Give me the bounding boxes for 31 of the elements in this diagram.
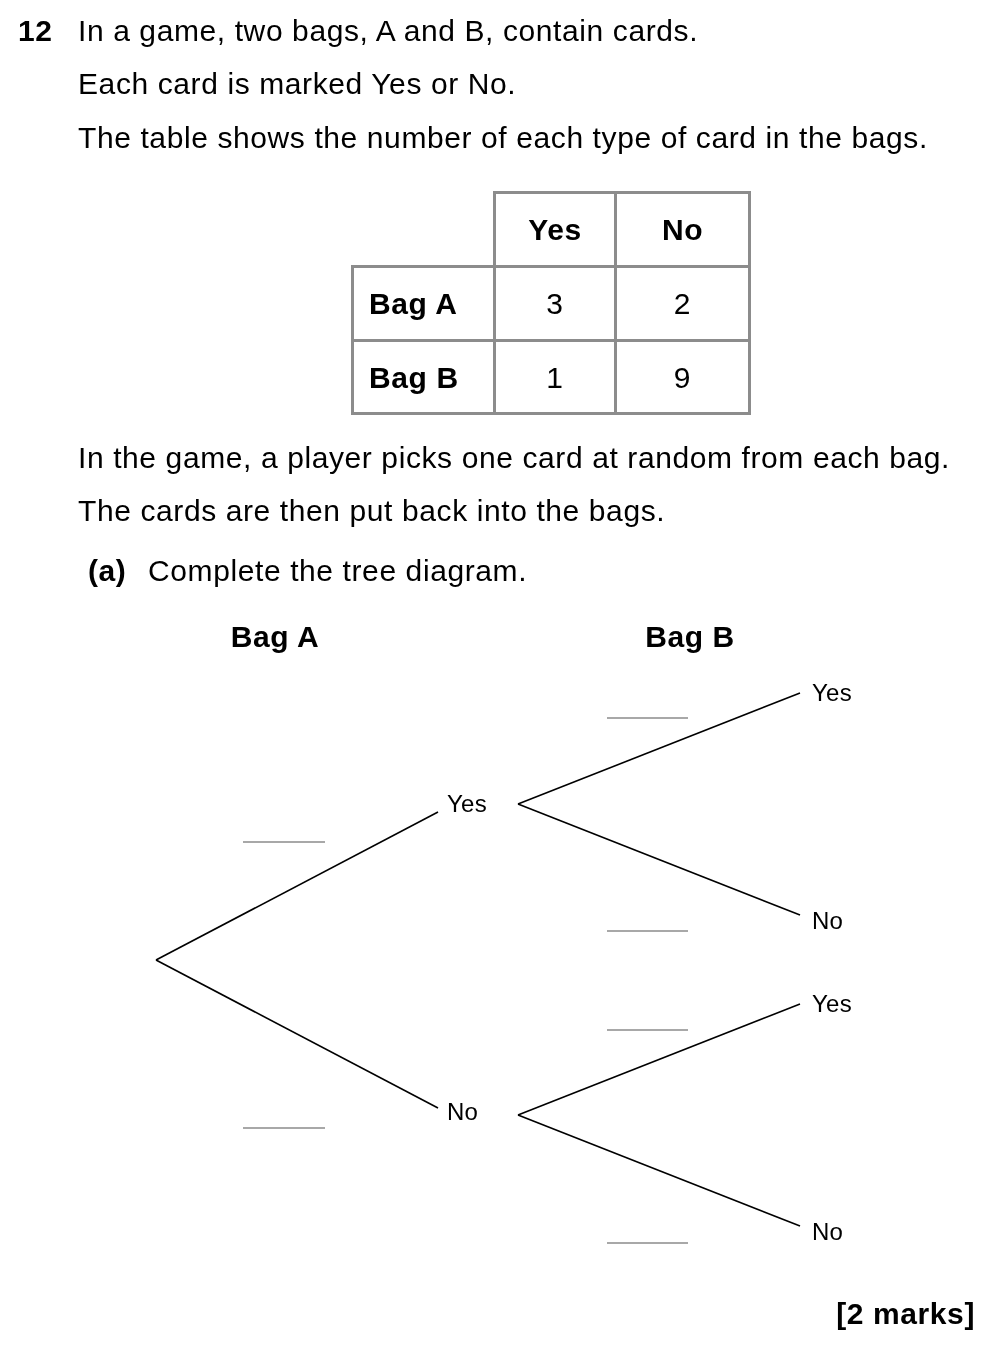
row-header-cell: Bag A xyxy=(352,266,495,341)
part-label: (a) xyxy=(88,553,127,589)
question-text: The cards are then put back into the bags. xyxy=(78,493,666,529)
branch-line xyxy=(155,959,439,1109)
marks-label: [2 marks] xyxy=(836,1296,975,1332)
question-text: In the game, a player picks one card at random from each bag. xyxy=(78,440,951,476)
data-cell: 3 xyxy=(494,266,616,341)
outcome-label: No xyxy=(800,1217,850,1247)
question-text: Each card is marked Yes or No. xyxy=(78,66,517,102)
data-cell: 9 xyxy=(615,340,750,414)
outcome-label: No xyxy=(438,1097,518,1127)
branch-line xyxy=(155,811,439,961)
outcome-label: Yes xyxy=(800,989,858,1019)
column-header-cell: Yes xyxy=(494,192,616,267)
data-cell: 1 xyxy=(494,340,616,414)
question-text: The table shows the number of each type of card in the bags. xyxy=(78,120,928,156)
data-cell: 2 xyxy=(615,266,750,341)
row-header-cell: Bag B xyxy=(352,340,495,414)
branch-line xyxy=(517,1114,801,1227)
question-number: 12 xyxy=(18,13,53,49)
branch-line xyxy=(517,1003,801,1116)
instruction-text: Complete the tree diagram. xyxy=(148,553,528,589)
column-header-cell: No xyxy=(615,192,750,267)
outcome-label: Yes xyxy=(800,678,858,708)
column-heading: Bag A xyxy=(230,619,320,655)
outcome-label: Yes xyxy=(438,789,518,819)
question-text: In a game, two bags, A and B, contain cards. xyxy=(78,13,699,49)
outcome-label: No xyxy=(800,906,850,936)
branch-line xyxy=(517,803,801,916)
column-heading: Bag B xyxy=(645,619,735,655)
branch-line xyxy=(517,692,801,805)
